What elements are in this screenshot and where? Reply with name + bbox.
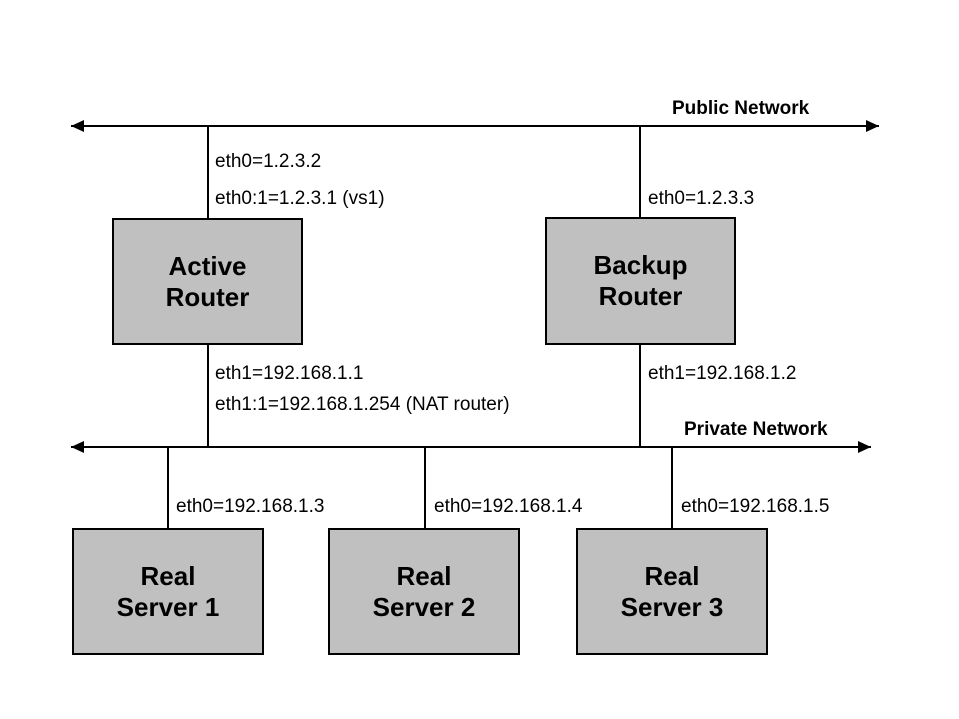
node-real-server-1[interactable]: Real Server 1 <box>72 528 264 655</box>
real-server-2-eth0-label: eth0=192.168.1.4 <box>434 496 583 517</box>
node-real-server-2-line1: Real <box>396 560 452 591</box>
backup-router-private-eth1-label: eth1=192.168.1.2 <box>648 363 797 384</box>
node-real-server-2-line2: Server 2 <box>372 591 476 622</box>
node-real-server-3[interactable]: Real Server 3 <box>576 528 768 655</box>
node-real-server-3-line1: Real <box>644 560 700 591</box>
backup-router-public-eth0-label: eth0=1.2.3.3 <box>648 188 755 209</box>
node-real-server-1-line1: Real <box>140 560 196 591</box>
private-network-label: Private Network <box>684 419 828 440</box>
node-active-router-line1: Active <box>168 250 247 281</box>
node-real-server-3-line2: Server 3 <box>620 591 724 622</box>
active-router-private-eth1-label: eth1=192.168.1.1 <box>215 363 364 384</box>
active-router-public-eth0-alias-label: eth0:1=1.2.3.1 (vs1) <box>215 188 385 209</box>
real-server-1-eth0-label: eth0=192.168.1.3 <box>176 496 325 517</box>
node-active-router-line2: Router <box>165 281 250 312</box>
public-network-label: Public Network <box>672 98 810 119</box>
node-backup-router-line2: Router <box>598 281 683 311</box>
node-real-server-1-line2: Server 1 <box>116 591 220 622</box>
real-server-3-eth0-label: eth0=192.168.1.5 <box>681 496 830 517</box>
node-real-server-2[interactable]: Real Server 2 <box>328 528 520 655</box>
node-backup-router[interactable]: Backup Router <box>545 217 736 345</box>
active-router-private-eth1-alias-label: eth1:1=192.168.1.254 (NAT router) <box>215 394 510 415</box>
active-router-public-eth0-label: eth0=1.2.3.2 <box>215 151 322 172</box>
node-backup-router-line1: Backup <box>593 250 688 281</box>
node-active-router[interactable]: Active Router <box>112 218 303 345</box>
